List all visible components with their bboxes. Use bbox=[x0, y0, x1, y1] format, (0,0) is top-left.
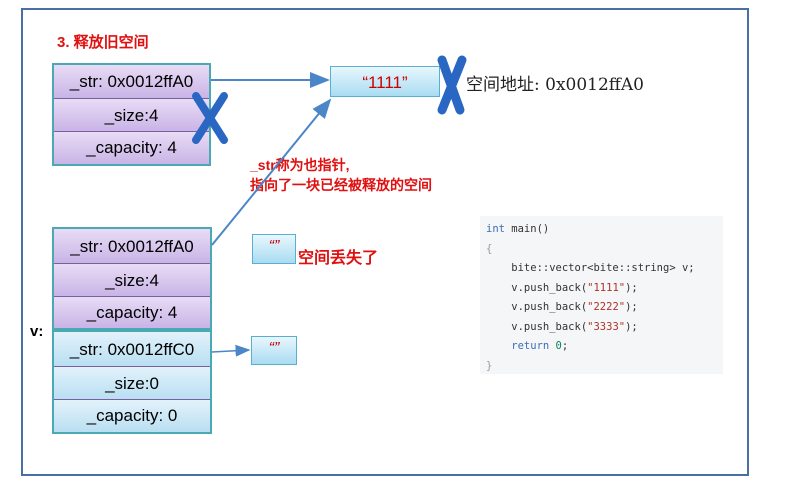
vector-element-0: _str: 0x0012ffA0 _size:4 _capacity: 4 bbox=[52, 227, 212, 330]
vector-element-1: _str: 0x0012ffC0 _size:0 _capacity: 0 bbox=[52, 330, 212, 434]
elem1-size-field: _size:0 bbox=[54, 367, 210, 400]
old-string-object: _str: 0x0012ffA0 _size:4 _capacity: 4 bbox=[52, 63, 211, 166]
lost-label: 空间丢失了 bbox=[298, 250, 379, 267]
old-size-field: _size:4 bbox=[54, 99, 209, 132]
step-title: 3. 释放旧空间 bbox=[57, 34, 149, 51]
elem0-capacity-field: _capacity: 4 bbox=[54, 297, 210, 328]
old-capacity-field: _capacity: 4 bbox=[54, 132, 209, 164]
dangling-note-line2: 指向了一块已经被释放的空间 bbox=[250, 177, 432, 193]
empty-string-box-lost: “” bbox=[252, 234, 296, 264]
dangling-pointer-arrow bbox=[211, 98, 332, 246]
empty-string-box: “” bbox=[251, 336, 297, 365]
vector-label: v: bbox=[30, 323, 44, 340]
elem1-capacity-field: _capacity: 0 bbox=[54, 400, 210, 432]
string-buffer-1111: “1111” bbox=[330, 66, 440, 97]
elem1-str-arrow bbox=[211, 344, 251, 357]
code-snippet: int main() { bite::vector<bite::string> … bbox=[480, 216, 723, 374]
elem1-str-field: _str: 0x0012ffC0 bbox=[54, 332, 210, 367]
x-mark-object-icon bbox=[192, 92, 228, 144]
x-mark-string-icon bbox=[437, 55, 467, 115]
address-label: 空间地址: 0x0012ffA0 bbox=[466, 75, 644, 95]
old-str-field: _str: 0x0012ffA0 bbox=[54, 65, 209, 99]
elem0-size-field: _size:4 bbox=[54, 264, 210, 297]
elem0-str-field: _str: 0x0012ffA0 bbox=[54, 229, 210, 264]
